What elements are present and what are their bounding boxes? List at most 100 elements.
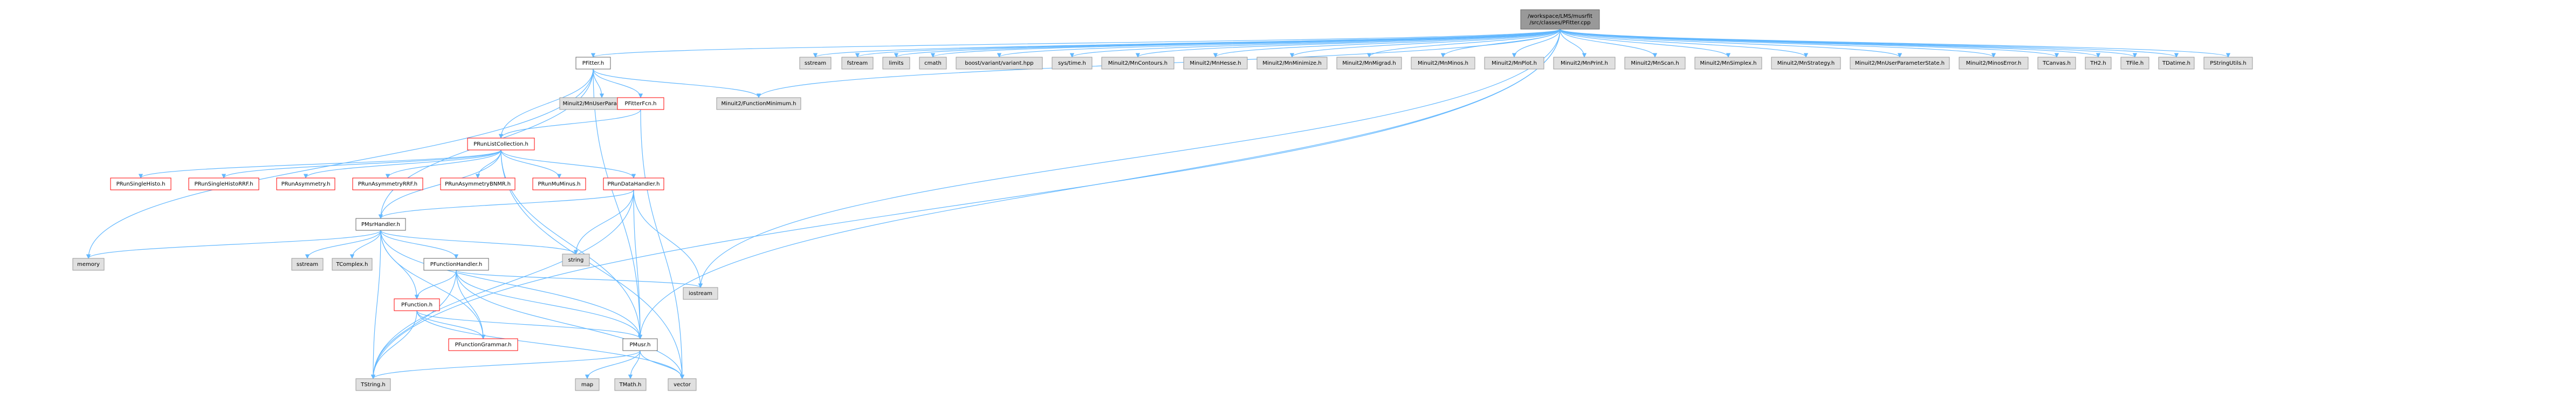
- node-box-pfitter_h: [575, 57, 611, 70]
- node-map: map: [575, 378, 600, 391]
- node-pfuncgrammar[interactable]: PFunctionGrammar.h: [448, 338, 518, 351]
- node-mnplot: Minuit2/MnPlot.h: [1484, 57, 1544, 70]
- edge-root-to-iostream: [698, 29, 1561, 288]
- node-box-tcanvas: [2037, 57, 2076, 70]
- node-label-vector: vector: [674, 382, 691, 388]
- node-pfitterfcn[interactable]: PFitterFcn.h: [617, 97, 664, 110]
- node-mncontours: Minuit2/MnContours.h: [1101, 57, 1174, 70]
- edge-root-to-fstream: [855, 29, 1561, 58]
- edge-pmsrhandler-to-string: [380, 230, 579, 255]
- node-label-pmusr: PMusr.h: [630, 342, 651, 348]
- node-label-mnstrategy: Minuit2/MnStrategy.h: [1777, 60, 1835, 66]
- node-label-mnprint: Minuit2/MnPrint.h: [1561, 60, 1608, 66]
- node-box-tmath: [614, 378, 647, 391]
- node-mnhesse: Minuit2/MnHesse.h: [1183, 57, 1248, 70]
- node-runsinglehistorrf[interactable]: PRunSingleHistoRRF.h: [188, 177, 259, 190]
- node-label-string: string: [568, 257, 584, 263]
- node-mnuserparamstate: Minuit2/MnUserParameterState.h: [1850, 57, 1950, 70]
- edge-root-to-pfitter_h: [591, 29, 1561, 58]
- node-label-pmsrhandler: PMsrHandler.h: [361, 222, 400, 228]
- node-label-fstream: fstream: [847, 60, 868, 66]
- node-mnminos: Minuit2/MnMinos.h: [1411, 57, 1475, 70]
- node-vector: vector: [668, 378, 697, 391]
- node-label-th2: TH2.h: [2090, 60, 2106, 66]
- node-label-cmath_pre: sstream: [805, 60, 826, 66]
- node-box-cmath_pre: [799, 57, 832, 70]
- node-root[interactable]: /workspace/LMS/musrfit/src/classes/PFitt…: [1520, 9, 1600, 30]
- edge-pmsrhandler-to-pfuncgrammar: [380, 230, 486, 339]
- node-box-root: [1520, 9, 1600, 30]
- node-label-pfitter_h: PFitter.h: [582, 60, 604, 66]
- edge-prunlist-to-runasym: [303, 149, 502, 179]
- edge-pfunction-to-pmusr: [416, 310, 643, 339]
- node-label-pfunction: PFunction.h: [401, 302, 432, 308]
- edge-root-to-minoserror: [1560, 29, 1996, 58]
- node-box-mnhesse: [1183, 57, 1248, 70]
- edge-pfunchandler-to-iostream: [456, 270, 703, 288]
- dependency-edges: [86, 29, 2230, 379]
- node-label-runasym: PRunAsymmetry.h: [281, 181, 331, 187]
- node-label-mnuserparamstate: Minuit2/MnUserParameterState.h: [1855, 60, 1945, 66]
- node-mnminimize: Minuit2/MnMinimize.h: [1256, 57, 1328, 70]
- node-label-boostvariant: boost/variant/variant.hpp: [965, 60, 1033, 66]
- edge-root-to-mnminos: [1440, 29, 1561, 58]
- node-prunlist[interactable]: PRunListCollection.h: [467, 138, 535, 150]
- node-runasym[interactable]: PRunAsymmetry.h: [276, 177, 335, 190]
- edge-pfunchandler-to-pfuncgrammar: [456, 270, 486, 339]
- edge-pfitterfcn-to-vector: [640, 109, 685, 379]
- node-box-mnminimize: [1256, 57, 1328, 70]
- edge-root-to-mnuserparamstate: [1560, 29, 1902, 58]
- node-systime: sys/time.h: [1052, 57, 1093, 70]
- node-box-memory: [72, 258, 105, 271]
- node-iostream: iostream: [683, 287, 718, 300]
- node-mnprint: Minuit2/MnPrint.h: [1553, 57, 1616, 70]
- node-box-runasym: [276, 177, 335, 190]
- edge-prunlist-to-runasymrrf: [385, 149, 502, 179]
- node-box-th2: [2085, 57, 2112, 70]
- edge-rundatahandler-to-iostream: [633, 189, 703, 288]
- node-label-runsinglehistorrf: PRunSingleHistoRRF.h: [194, 181, 253, 187]
- edge-prunlist-to-rundatahandler: [500, 149, 636, 179]
- node-box-mnscan: [1624, 57, 1686, 70]
- node-box-fcnmin: [716, 97, 801, 110]
- edge-rundatahandler-to-string: [573, 189, 634, 255]
- node-box-mnminos: [1411, 57, 1475, 70]
- node-runasymrrf[interactable]: PRunAsymmetryRRF.h: [352, 177, 423, 190]
- node-rundatahandler[interactable]: PRunDataHandler.h: [603, 177, 664, 190]
- edge-pfunchandler-to-tstring: [370, 270, 457, 379]
- node-tfile: TFile.h: [2120, 57, 2149, 70]
- node-runsinglehisto[interactable]: PRunSingleHisto.h: [110, 177, 171, 190]
- edge-root-to-mnsimplex: [1560, 29, 1731, 58]
- edge-root-to-pstringutils: [1560, 29, 2230, 58]
- node-th2: TH2.h: [2085, 57, 2112, 70]
- node-pfunchandler[interactable]: PFunctionHandler.h: [423, 258, 489, 271]
- node-pmsrhandler[interactable]: PMsrHandler.h: [355, 218, 406, 231]
- node-label-tfile: TFile.h: [2126, 60, 2144, 66]
- edge-pfitter_h-to-prunlist: [498, 69, 594, 139]
- node-pmusr[interactable]: PMusr.h: [622, 338, 658, 351]
- node-label-mnmigrad: Minuit2/MnMigrad.h: [1342, 60, 1396, 66]
- node-box-pfitterfcn: [617, 97, 664, 110]
- node-runmumin[interactable]: PRunMuMinus.h: [532, 177, 586, 190]
- node-pfunction[interactable]: PFunction.h: [394, 298, 440, 311]
- node-memory: memory: [72, 258, 105, 271]
- node-mnsimplex: Minuit2/MnSimplex.h: [1694, 57, 1762, 70]
- node-runasymbnmr[interactable]: PRunAsymmetryBNMR.h: [440, 177, 516, 190]
- edge-root-to-mnplot: [1512, 29, 1561, 58]
- node-boostvariant: boost/variant/variant.hpp: [956, 57, 1043, 70]
- node-box-pfuncgrammar: [448, 338, 518, 351]
- node-pfitter_h[interactable]: PFitter.h: [575, 57, 611, 70]
- node-label-iostream: iostream: [689, 291, 712, 297]
- node-tcomplex: TComplex.h: [332, 258, 373, 271]
- node-limits: limits: [882, 57, 910, 70]
- node-minoserror: Minuit2/MinosError.h: [1959, 57, 2029, 70]
- edge-prunlist-to-vector: [500, 149, 685, 379]
- edge-pfitter_h-to-fcnmin: [593, 69, 761, 98]
- edge-root-to-pmusr: [637, 29, 1561, 339]
- node-label-rundatahandler: PRunDataHandler.h: [607, 181, 660, 187]
- node-box-iostream: [683, 287, 718, 300]
- node-label-runsinglehisto: PRunSingleHisto.h: [116, 181, 166, 187]
- node-label-pstringutils: PStringUtils.h: [2210, 60, 2246, 66]
- edge-pmusr-to-map: [585, 350, 641, 379]
- edge-pmsrhandler-to-pfunchandler: [380, 230, 459, 259]
